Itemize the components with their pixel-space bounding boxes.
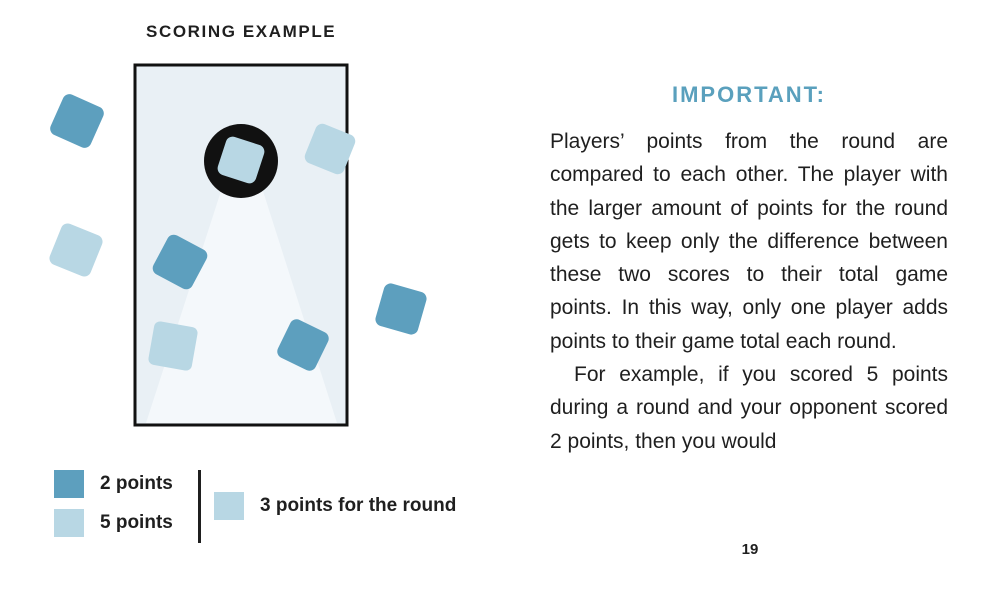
legend-label: 3 points for the round [260,495,457,516]
tile-2-points [277,319,329,371]
body-text: Players’ points from the round are compa… [550,125,948,458]
figure-title: SCORING EXAMPLE [146,22,337,41]
paragraph: Players’ points from the round are compa… [550,130,948,353]
light-cone [146,188,337,423]
tile-5-points [217,136,265,184]
tile-5-points [148,321,198,371]
legend-item-2-points: 2 points [54,470,173,498]
tile-5-points [49,223,103,277]
light-tile-swatch [214,492,244,520]
dark-tile-swatch [54,470,84,498]
light-tile-swatch [54,509,84,537]
paragraph: For example, if you scored 5 points duri… [550,363,948,453]
legend-item-5-points: 5 points [54,509,173,537]
tile-2-points [375,283,427,335]
tile-2-points [152,234,208,290]
legend-label: 5 points [100,512,173,533]
important-heading: IMPORTANT: [671,82,827,107]
page-number: 19 [741,541,759,558]
legend-divider [198,470,201,543]
tile-2-points [50,94,104,148]
legend-item-round-result: 3 points for the round [214,492,456,520]
legend-label: 2 points [100,473,173,494]
tile-5-points [304,123,356,175]
scoring-diagram [49,63,427,427]
